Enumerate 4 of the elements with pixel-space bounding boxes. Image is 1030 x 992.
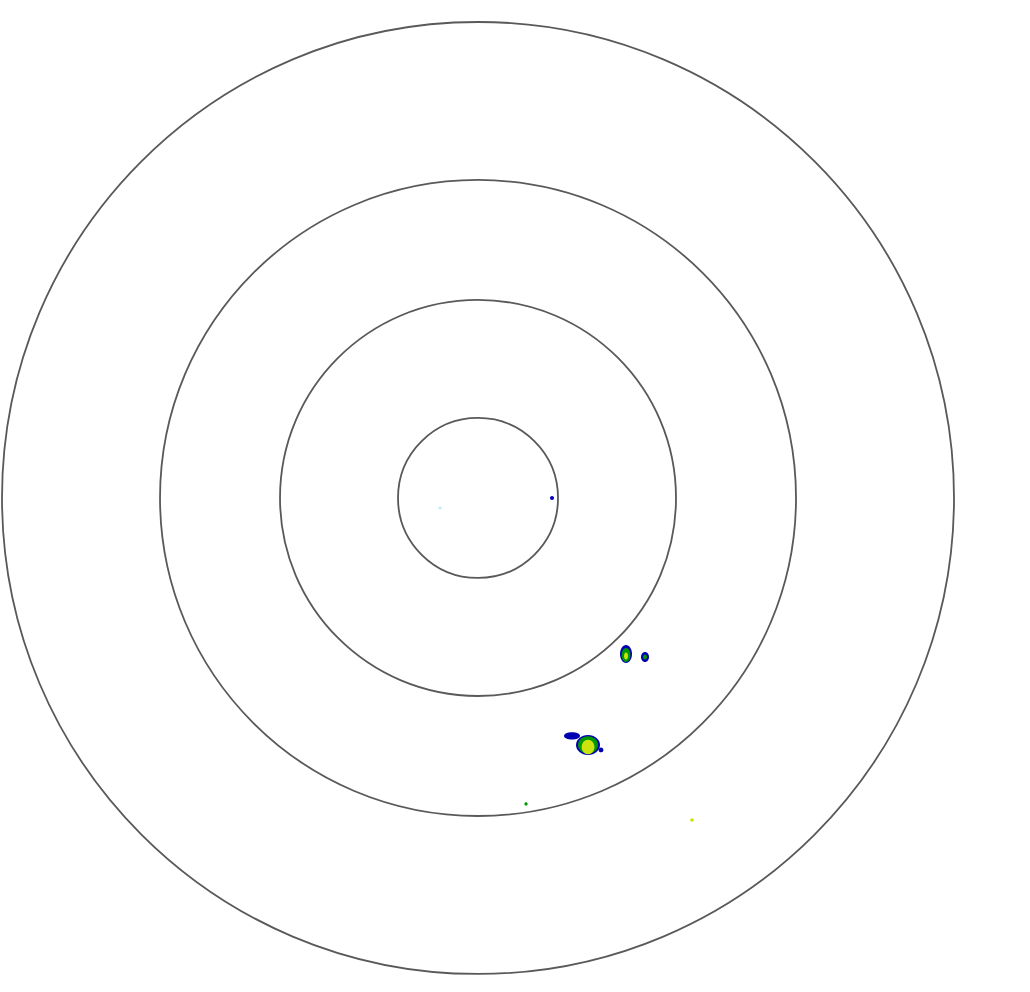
range-ring xyxy=(159,179,797,817)
range-ring xyxy=(397,417,559,579)
range-ring xyxy=(1,21,955,975)
range-ring xyxy=(279,299,677,697)
